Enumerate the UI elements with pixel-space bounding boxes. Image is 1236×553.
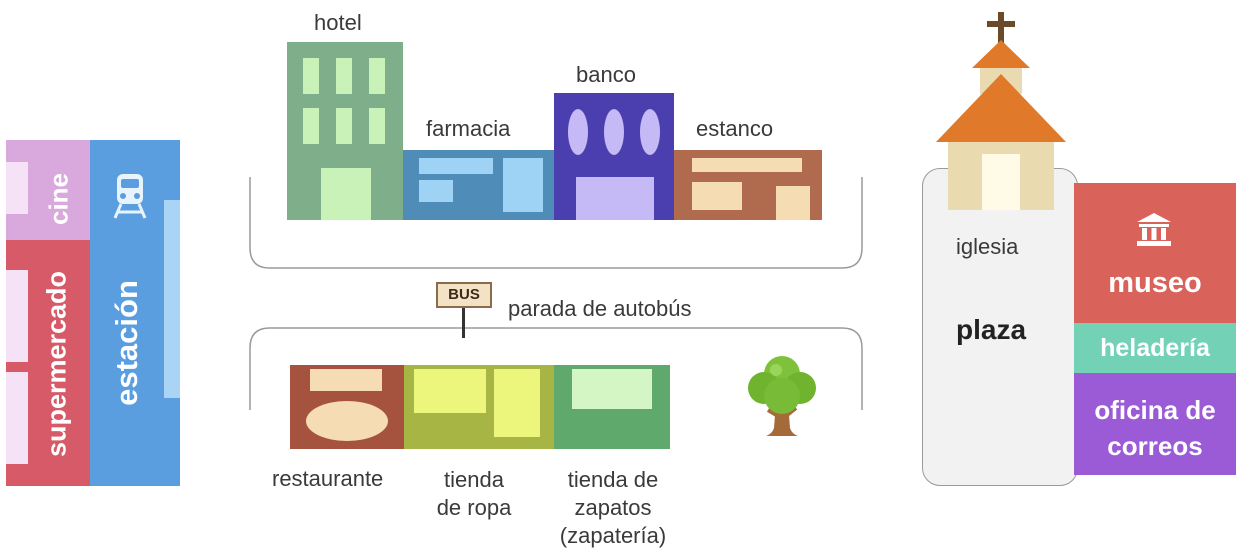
banco-building (554, 93, 674, 220)
bus-sign-pole (462, 308, 465, 338)
museum-icon (1136, 213, 1172, 247)
hotel-door (321, 168, 371, 220)
tienda-ropa-building (404, 365, 554, 449)
iglesia-label: iglesia (956, 234, 1019, 259)
bus-sign: BUS (436, 282, 492, 308)
lower-street-curb (249, 327, 863, 410)
plaza-area (922, 168, 1078, 486)
banco-label: banco (576, 62, 636, 87)
banco-door (576, 177, 654, 220)
heladeria-building: heladería (1074, 323, 1236, 373)
estanco-label: estanco (696, 116, 774, 141)
museo-label: museo (1108, 267, 1202, 299)
restaurante-building (290, 365, 404, 449)
supermercado-window-bottom (6, 372, 28, 464)
plaza-label: plaza (956, 314, 1027, 345)
zapateria-building (554, 365, 670, 449)
restaurante-label: restaurante (272, 466, 384, 491)
hotel-label: hotel (314, 10, 362, 35)
hotel-building (287, 42, 403, 220)
cross-icon (984, 12, 1018, 46)
train-icon (112, 172, 148, 220)
church-building (936, 40, 1066, 210)
restaurante-table (306, 401, 388, 441)
supermercado-window-top (6, 270, 28, 362)
estacion-platform (164, 200, 180, 398)
bus-stop-label: parada de autobús (508, 296, 692, 321)
heladeria-label: heladería (1100, 334, 1210, 362)
estanco-building (674, 150, 822, 220)
farmacia-label: farmacia (426, 116, 511, 141)
cine-window (6, 162, 28, 214)
upper-street-curb (249, 177, 863, 269)
tree-icon (738, 352, 826, 440)
museo-building: museo (1074, 183, 1236, 323)
correos-label-line2: correos (1107, 431, 1203, 461)
correos-building: oficina de correos (1074, 373, 1236, 475)
zapateria-label: tienda de zapatos (zapatería) (559, 467, 667, 548)
farmacia-building (403, 150, 554, 220)
correos-label-line1: oficina de (1094, 395, 1216, 425)
tienda-ropa-label: tienda de ropa (436, 467, 512, 520)
